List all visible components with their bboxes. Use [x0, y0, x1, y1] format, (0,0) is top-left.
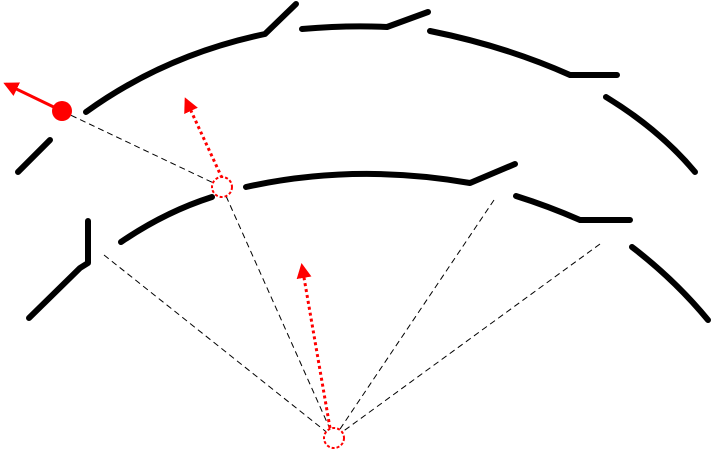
inner-arc-walls [26, 161, 711, 323]
inner-wall-segment-4 [513, 193, 633, 223]
guide-line-ball-to-point [61, 110, 223, 188]
guide-line-left-wall-to-bottom [103, 254, 335, 439]
guide-line-point-to-bottom [221, 186, 335, 439]
dashed-guide-lines [61, 110, 601, 439]
outer-wall-segment-3 [299, 9, 431, 32]
dotted-arrow-upper [184, 97, 224, 179]
inner-wall-segment-3 [243, 161, 518, 190]
outer-wall-segment-1 [15, 137, 53, 175]
outer-wall-segment-4 [427, 28, 620, 78]
outer-arc-walls [15, 1, 698, 175]
inner-wall-segment-1 [26, 218, 91, 321]
dotted-arrow-lower [296, 263, 332, 429]
outer-wall-segment-5 [603, 94, 698, 175]
inner-wall-segment-2 [118, 194, 215, 245]
guide-line-mid-gap-to-bottom [333, 199, 495, 439]
ball-marker [52, 101, 72, 121]
guide-line-right-gap-to-bottom [333, 243, 601, 439]
hollow-marker-lower [323, 427, 345, 449]
outer-wall-segment-2 [83, 1, 299, 115]
hollow-marker-upper [211, 176, 233, 198]
inner-wall-segment-5 [629, 244, 711, 323]
red-markers [3, 82, 345, 449]
solid-velocity-arrow [3, 82, 63, 113]
